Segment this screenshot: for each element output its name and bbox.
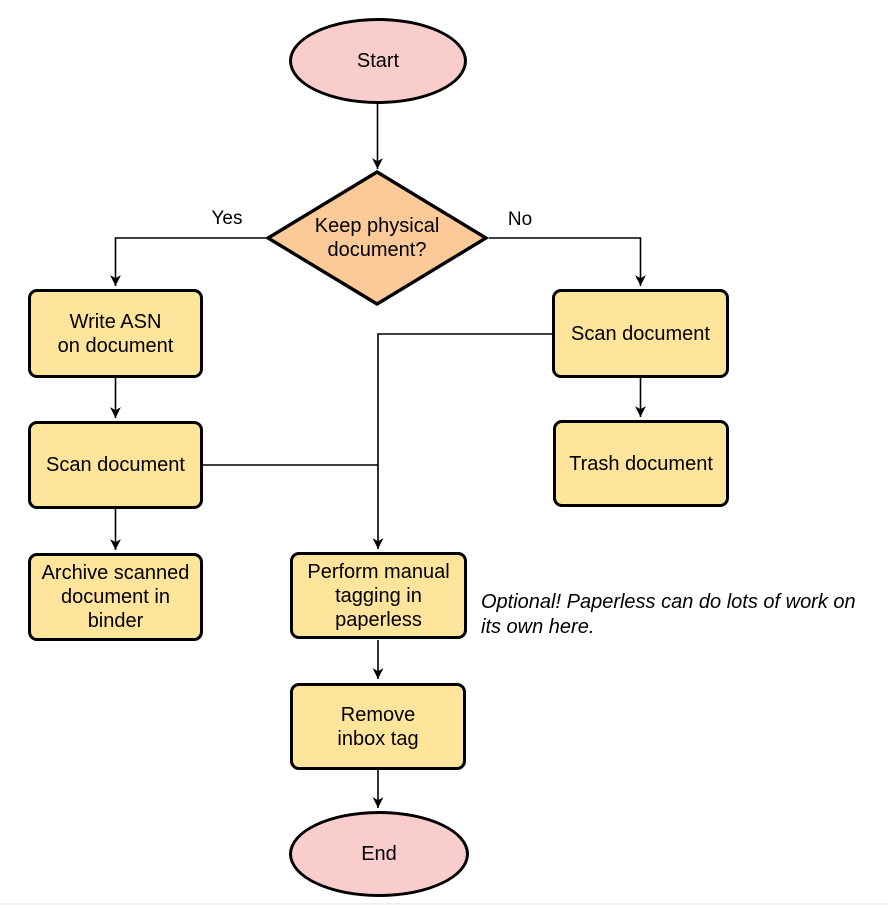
edge-label-yes: Yes bbox=[211, 208, 243, 229]
note-optional: Optional! Paperless can do lots of work … bbox=[481, 591, 856, 638]
node-remove-inbox-label: Remove inbox tag bbox=[337, 703, 419, 750]
node-decision-label: Keep physical document? bbox=[314, 215, 440, 261]
node-archive: Archive scanned document in binder bbox=[28, 553, 203, 641]
decision-diamond-shape bbox=[265, 170, 489, 306]
node-write-asn: Write ASN on document bbox=[28, 289, 203, 378]
node-trash: Trash document bbox=[553, 420, 729, 507]
edge-decision-yes-to-write-asn bbox=[110, 237, 266, 286]
bottom-divider bbox=[0, 903, 888, 905]
node-start: Start bbox=[289, 18, 467, 104]
node-decision: Keep physical document? bbox=[265, 169, 489, 307]
node-scan-right-label: Scan document bbox=[571, 322, 710, 345]
node-end: End bbox=[289, 811, 469, 897]
node-scan-left: Scan document bbox=[28, 421, 203, 509]
node-start-label: Start bbox=[356, 50, 400, 72]
node-remove-inbox: Remove inbox tag bbox=[290, 683, 466, 770]
node-tagging: Perform manual tagging in paperless bbox=[290, 552, 467, 639]
edge-decision-no-to-scan-right bbox=[489, 237, 646, 286]
node-archive-label: Archive scanned document in binder bbox=[41, 562, 190, 632]
node-trash-label: Trash document bbox=[569, 452, 713, 475]
edge-label-no: No bbox=[507, 209, 533, 230]
node-scan-left-label: Scan document bbox=[46, 454, 185, 476]
node-end-label: End bbox=[361, 843, 397, 865]
node-write-asn-label: Write ASN on document bbox=[57, 310, 174, 357]
node-tagging-label: Perform manual tagging in paperless bbox=[307, 560, 450, 631]
node-scan-right: Scan document bbox=[552, 289, 729, 378]
edge-scan-right-to-tagging bbox=[372, 333, 552, 549]
